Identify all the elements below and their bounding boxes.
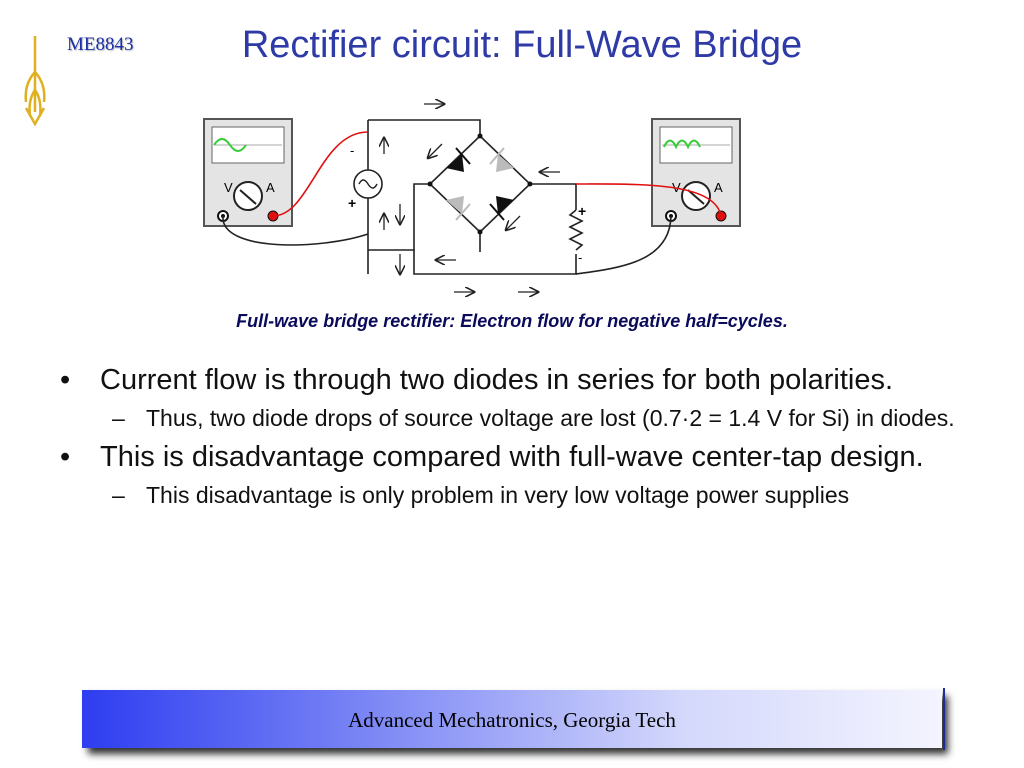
slide-title: Rectifier circuit: Full-Wave Bridge xyxy=(241,24,803,66)
left-meter: V A xyxy=(203,118,293,227)
rectified-trace-icon xyxy=(663,139,701,150)
course-code: ME8843 xyxy=(67,34,134,55)
bullet-item: • Current flow is through two diodes in … xyxy=(60,364,980,397)
bullet-marker: • xyxy=(60,364,71,396)
bullet-text: This is disadvantage compared with full-… xyxy=(100,441,924,473)
sub-bullet-item: – Thus, two diode drops of source voltag… xyxy=(112,403,980,433)
diode-upper-left xyxy=(446,147,471,172)
sine-trace-icon xyxy=(213,138,247,152)
load-minus-label: - xyxy=(578,250,582,265)
sub-bullet-marker: – xyxy=(112,405,125,431)
meter-a-label: A xyxy=(714,180,723,195)
bullet-list: • Current flow is through two diodes in … xyxy=(60,364,980,518)
sub-bullet-text: This disadvantage is only problem in ver… xyxy=(146,482,850,508)
diode-lower-right xyxy=(489,196,514,221)
diagram-caption: Full-wave bridge rectifier: Electron flo… xyxy=(236,311,788,331)
source-plus-label: + xyxy=(348,195,356,211)
footer-divider xyxy=(943,688,945,750)
diode-upper-right xyxy=(489,147,514,172)
load-plus-label: + xyxy=(578,203,586,219)
ac-source: - + xyxy=(348,143,383,211)
footer-text: Advanced Mechatronics, Georgia Tech xyxy=(348,708,676,732)
sub-bullet-text: Thus, two diode drops of source voltage … xyxy=(146,405,955,431)
sub-bullet-marker: – xyxy=(112,482,125,508)
bridge-rectifier-diagram: V A V A - + xyxy=(203,92,741,304)
diode-lower-left xyxy=(446,196,471,221)
meter-a-label: A xyxy=(266,180,275,195)
probe-leads xyxy=(222,131,722,275)
bullet-text: Current flow is through two diodes in se… xyxy=(100,364,894,396)
electron-flow-arrows xyxy=(384,104,560,292)
load-resistor: + - xyxy=(568,203,586,265)
bullet-marker: • xyxy=(60,441,71,473)
source-minus-label: - xyxy=(350,143,354,158)
right-meter: V A xyxy=(651,118,741,227)
footer-banner: Advanced Mechatronics, Georgia Tech xyxy=(82,690,942,748)
georgia-tech-logo-icon xyxy=(24,36,46,127)
sub-bullet-item: – This disadvantage is only problem in v… xyxy=(112,480,980,510)
meter-v-label: V xyxy=(224,180,233,195)
bullet-item: • This is disadvantage compared with ful… xyxy=(60,441,980,474)
